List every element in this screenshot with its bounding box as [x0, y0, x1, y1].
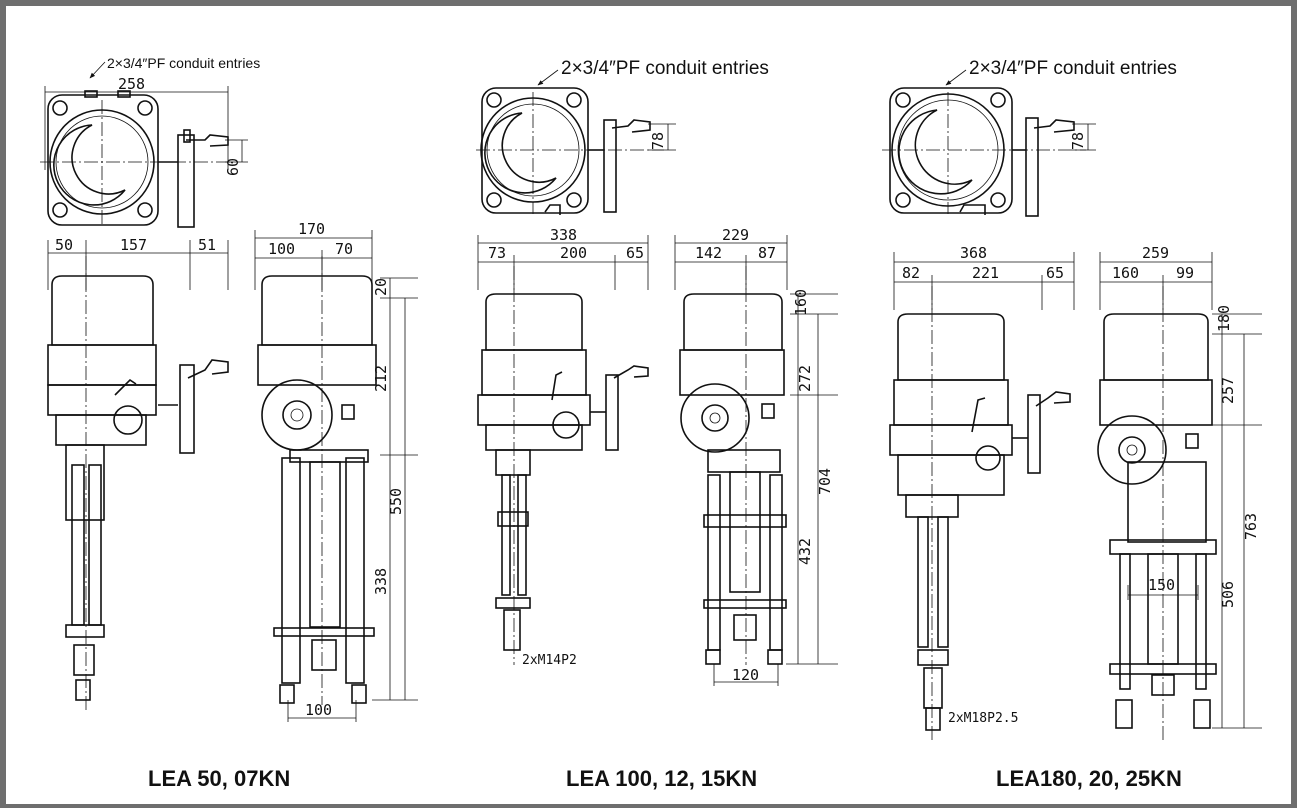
- dim-front-center-2: 200: [560, 244, 587, 262]
- dim-front-left-2: 73: [488, 244, 506, 262]
- dim-front-left-3: 82: [902, 264, 920, 282]
- side-view-3: [1097, 286, 1217, 740]
- front-view-2: [477, 266, 649, 665]
- dim-front-right-2: 65: [626, 244, 644, 262]
- dim-side-right-3: 99: [1176, 264, 1194, 282]
- dim-side-overall-3: 259: [1142, 244, 1169, 262]
- conduit-note-2: 2×3/4″PF conduit entries: [561, 58, 769, 79]
- top-view-1: [40, 90, 232, 228]
- dim-side-cap-2: 160: [792, 289, 810, 316]
- dim-front-overall-2: 338: [550, 226, 577, 244]
- top-view-3: [882, 87, 1086, 217]
- conduit-note-1: 2×3/4″PF conduit entries: [107, 55, 260, 71]
- front-view-1: [47, 256, 229, 710]
- dim-side-leg-spacing-2: 120: [732, 666, 759, 684]
- dim-side-left-3: 160: [1112, 264, 1139, 282]
- model-lea100: 2×3/4″PF conduit entries 78 338 73: [476, 58, 838, 791]
- dim-front-center-1: 157: [120, 236, 147, 254]
- dim-side-total-2: 704: [816, 468, 834, 495]
- dim-side-left-1: 100: [268, 240, 295, 258]
- dim-handwheel-offset-3: 78: [1069, 132, 1087, 150]
- model-lea180: 2×3/4″PF conduit entries 78 368 82: [882, 58, 1262, 791]
- dim-side-leg-spacing-1: 100: [305, 701, 332, 719]
- dim-front-right-3: 65: [1046, 264, 1064, 282]
- model-caption-1: LEA 50, 07KN: [148, 766, 290, 791]
- conduit-note-3: 2×3/4″PF conduit entries: [969, 58, 1177, 79]
- dim-side-head-1: 212: [372, 365, 390, 392]
- model-caption-2: LEA 100, 12, 15KN: [566, 766, 757, 791]
- side-view-1: [257, 256, 377, 705]
- dim-front-left-1: 50: [55, 236, 73, 254]
- dim-side-cap-1: 20: [372, 278, 390, 296]
- dim-side-lower-1: 338: [372, 568, 390, 595]
- side-view-2: [679, 266, 787, 665]
- dim-front-center-3: 221: [972, 264, 999, 282]
- thread-label-2: 2xM14P2: [522, 653, 577, 668]
- dim-front-overall-3: 368: [960, 244, 987, 262]
- dim-side-cap-3: 180: [1215, 305, 1233, 332]
- dim-side-head-2: 272: [796, 365, 814, 392]
- dim-side-total-1: 550: [387, 488, 405, 515]
- dim-front-right-1: 51: [198, 236, 216, 254]
- dim-handwheel-offset-2: 78: [649, 132, 667, 150]
- thread-label-3: 2xM18P2.5: [948, 711, 1018, 726]
- model-caption-3: LEA180, 20, 25KN: [996, 766, 1182, 791]
- dim-side-right-1: 70: [335, 240, 353, 258]
- dim-side-left-2: 142: [695, 244, 722, 262]
- top-view-2: [476, 87, 664, 215]
- dim-handwheel-offset-1: 60: [224, 158, 242, 176]
- dim-side-overall-1: 170: [298, 220, 325, 238]
- dim-side-lower-3: 506: [1219, 581, 1237, 608]
- dim-side-right-2: 87: [758, 244, 776, 262]
- model-lea50: 2×3/4″PF conduit entries 258 60: [40, 55, 418, 791]
- dim-side-head-3: 257: [1219, 377, 1237, 404]
- dim-top-width-1: 258: [118, 75, 145, 93]
- dim-side-overall-2: 229: [722, 226, 749, 244]
- dim-side-plate-width-3: 150: [1148, 576, 1175, 594]
- leader-line: [89, 61, 106, 79]
- dim-side-total-3: 763: [1242, 513, 1260, 540]
- front-view-3: [889, 286, 1071, 740]
- dim-side-lower-2: 432: [796, 538, 814, 565]
